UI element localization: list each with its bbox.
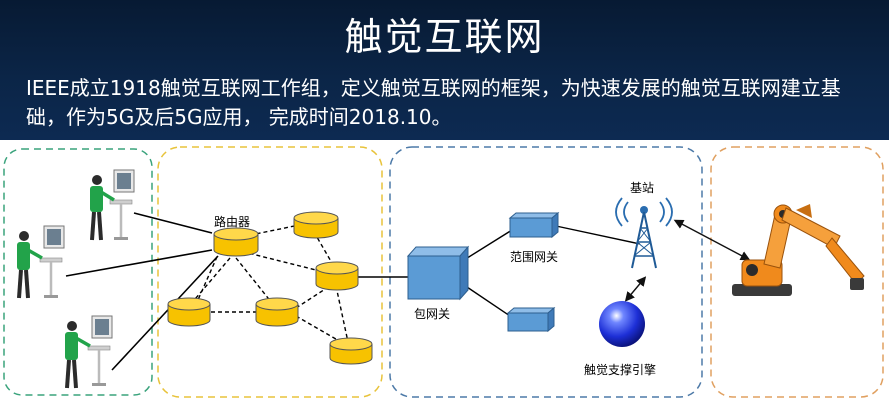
mesh-link (189, 249, 221, 319)
operator-figure-1 (90, 169, 135, 241)
edge-zone (389, 146, 703, 398)
router-node (315, 261, 359, 291)
haptic-engine-label: 触觉支撑引擎 (584, 362, 656, 377)
router-node (167, 297, 211, 327)
packet-gateway-label: 包网关 (414, 307, 450, 321)
mesh-link (335, 285, 349, 343)
arrow-basestation-engine (624, 276, 647, 302)
link-operator-1 (133, 212, 213, 234)
base-station-label: 基站 (630, 181, 654, 195)
mesh-link (295, 281, 337, 309)
network-zone (157, 146, 383, 398)
link-gateway-lower (463, 284, 511, 317)
operator-zone (3, 148, 153, 396)
link-operator-3 (111, 255, 219, 371)
industrial-robot-icon (732, 204, 865, 296)
router-node (329, 337, 373, 365)
base-station-tower-icon (615, 197, 673, 269)
router-node (255, 297, 299, 327)
haptic-engine-sphere (599, 301, 645, 347)
robot-zone (710, 146, 884, 398)
link-operator-2 (65, 249, 213, 277)
mesh-link (189, 257, 231, 306)
mesh-link (235, 257, 277, 309)
range-gateway-label: 范围网关 (510, 250, 558, 264)
router-node (293, 211, 339, 239)
link-range-basestation (555, 225, 641, 245)
page-description: IEEE成立1918触觉互联网工作组，定义触觉互联网的框架，为快速发展的触觉互联… (26, 76, 841, 129)
arrow-basestation-robot (673, 219, 751, 261)
link-gateway-range (463, 229, 513, 261)
operator-figure-3 (65, 315, 113, 389)
packet-gateway-box (406, 245, 470, 301)
lower-gateway-box (506, 306, 556, 333)
page-title: 触觉互联网 (344, 15, 545, 59)
diagram-canvas: 路由器 包网关 范围网关 基站 触觉支撑引擎 (3, 146, 884, 398)
router-node (213, 227, 259, 257)
operator-figure-2 (17, 225, 65, 299)
router-label: 路由器 (214, 214, 250, 229)
network-diagram: 路由器 包网关 范围网关 基站 触觉支撑引擎 (0, 140, 889, 400)
header-banner: 触觉互联网 IEEE成立1918触觉互联网工作组，定义触觉互联网的框架，为快速发… (0, 0, 889, 140)
range-gateway-box (508, 211, 560, 239)
